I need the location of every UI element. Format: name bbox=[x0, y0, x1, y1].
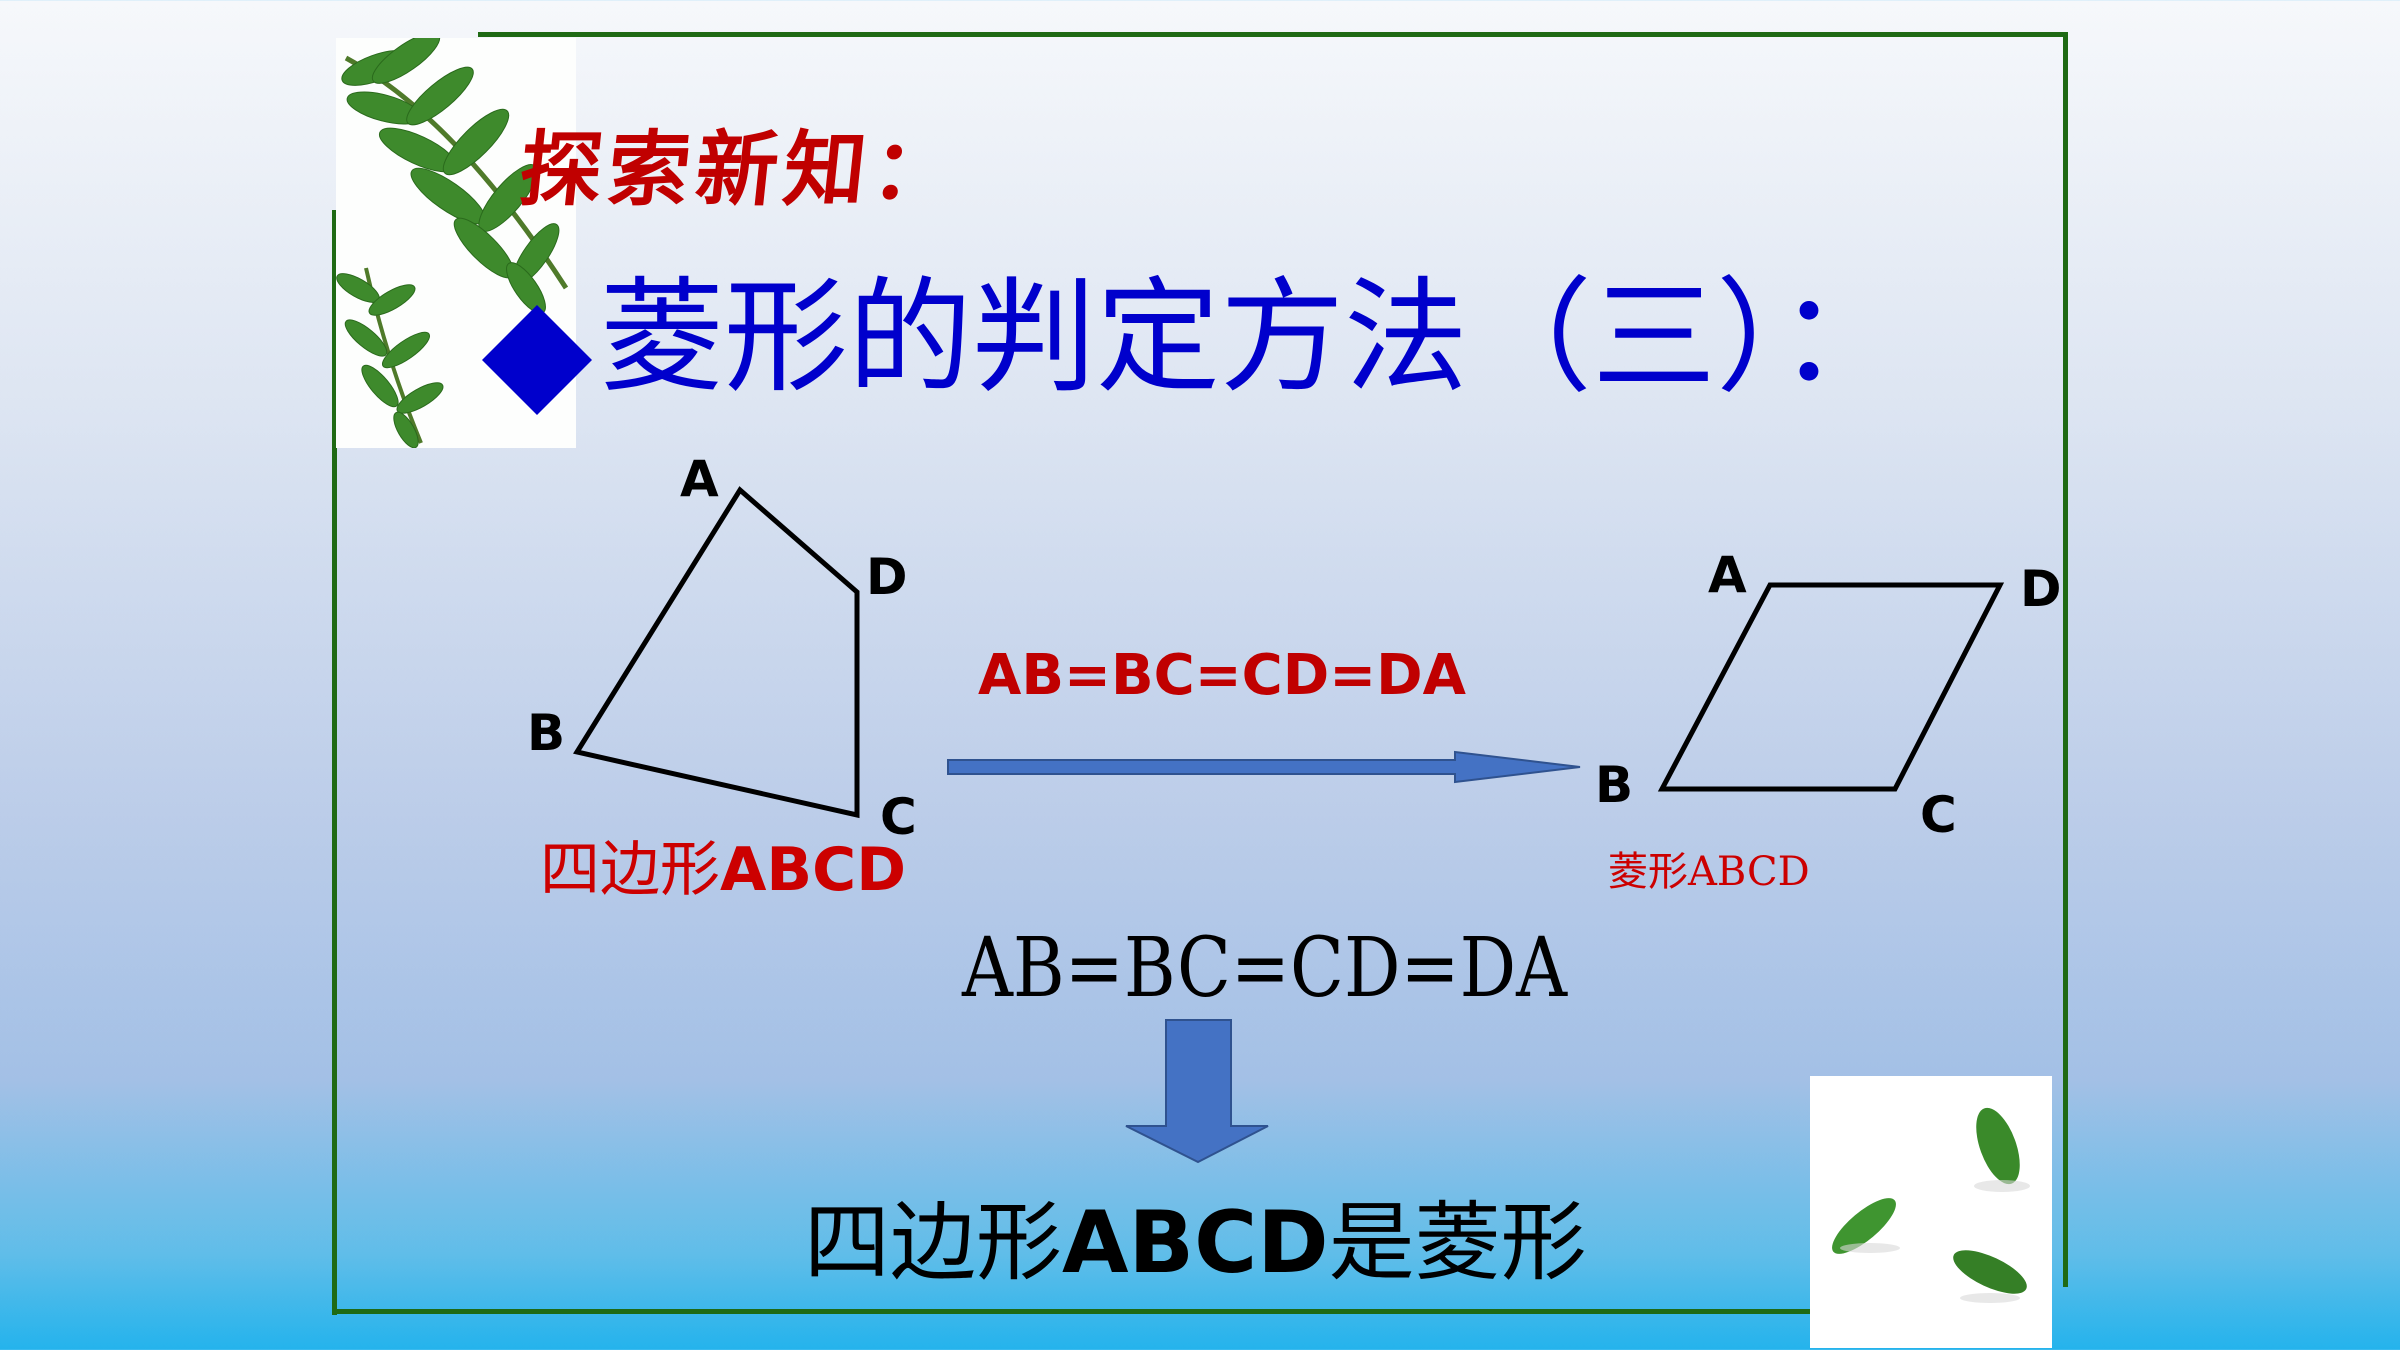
conclusion-part-2: ABCD bbox=[1062, 1193, 1329, 1293]
right-arrow-icon bbox=[947, 750, 1581, 784]
quad-vertex-c: C bbox=[880, 788, 917, 846]
frame-bottom-border bbox=[332, 1309, 2024, 1314]
leaf-icon bbox=[1832, 1107, 2030, 1303]
fern-icon bbox=[336, 32, 569, 449]
rhombus-vertex-b: B bbox=[1595, 756, 1633, 814]
quad-vertex-b: B bbox=[527, 704, 565, 762]
rhombus-vertex-a: A bbox=[1708, 546, 1747, 604]
conclusion-statement: 四边形ABCD是菱形 bbox=[804, 1200, 1587, 1286]
method-title: 菱形的判定方法（三）： bbox=[600, 266, 1903, 410]
conclusion-part-1: 四边形 bbox=[804, 1193, 1062, 1293]
leaves-decoration bbox=[1810, 1076, 2052, 1348]
rhombus-vertex-c: C bbox=[1920, 786, 1957, 844]
condition-statement: AB=BC=CD=DA bbox=[962, 921, 1568, 1016]
frame-top-border bbox=[478, 32, 2068, 37]
arrow-condition-label: AB=BC=CD=DA bbox=[978, 643, 1466, 708]
diamond-bullet-icon bbox=[482, 305, 592, 415]
quadrilateral-caption: 四边形ABCD bbox=[540, 840, 906, 900]
rhombus-shape bbox=[1657, 582, 2005, 792]
quad-vertex-d: D bbox=[866, 548, 908, 606]
quadrilateral-caption-zh: 四边形 bbox=[540, 835, 720, 905]
down-arrow-icon bbox=[1125, 1019, 1269, 1164]
rhombus-vertex-d: D bbox=[2020, 560, 2062, 618]
quad-vertex-a: A bbox=[680, 450, 719, 508]
quadrilateral-caption-en: ABCD bbox=[720, 835, 907, 905]
conclusion-part-3: 是菱形 bbox=[1328, 1193, 1587, 1293]
quadrilateral-shape bbox=[573, 486, 860, 819]
rhombus-caption: 菱形ABCD bbox=[1608, 849, 1810, 895]
frame-left-border bbox=[332, 210, 337, 1315]
frame-right-border bbox=[2063, 32, 2068, 1287]
